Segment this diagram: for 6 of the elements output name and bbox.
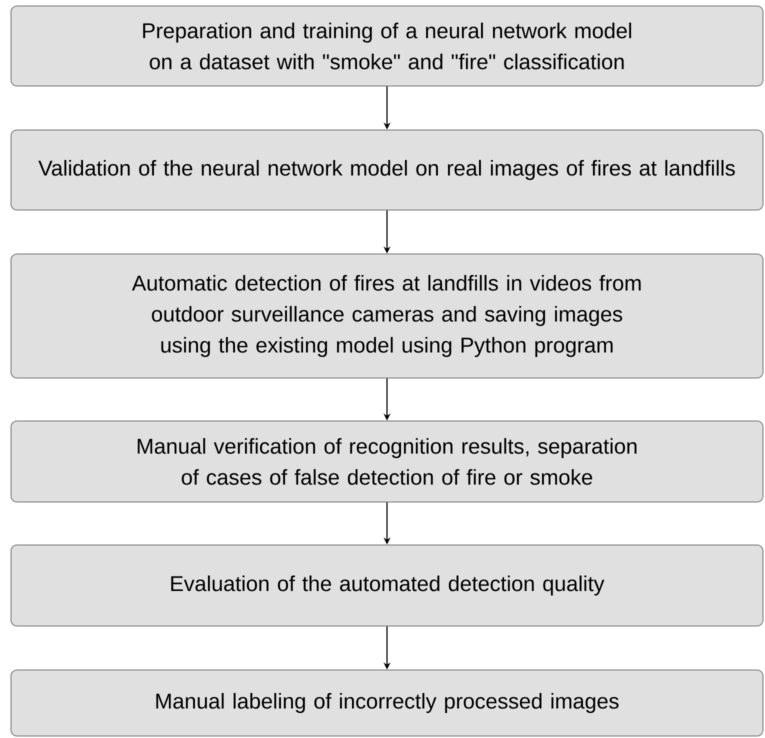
process-box: Validation of the neural network model on real images of fires at landfills bbox=[10, 130, 764, 210]
process-box: Preparation and training of a neural network model on a dataset with "smoke" and "fire" classification bbox=[10, 6, 764, 86]
process-box: Automatic detection of fires at landfills in videos from outdoor surveillance cameras and saving images using the existing model using Python program bbox=[10, 254, 764, 378]
process-box: Evaluation of the automated detection quality bbox=[10, 544, 764, 626]
process-box: Manual verification of recognition results, separation of cases of false detection of fire or smoke bbox=[10, 420, 764, 502]
process-box: Manual labeling of incorrectly processed images bbox=[10, 670, 764, 736]
